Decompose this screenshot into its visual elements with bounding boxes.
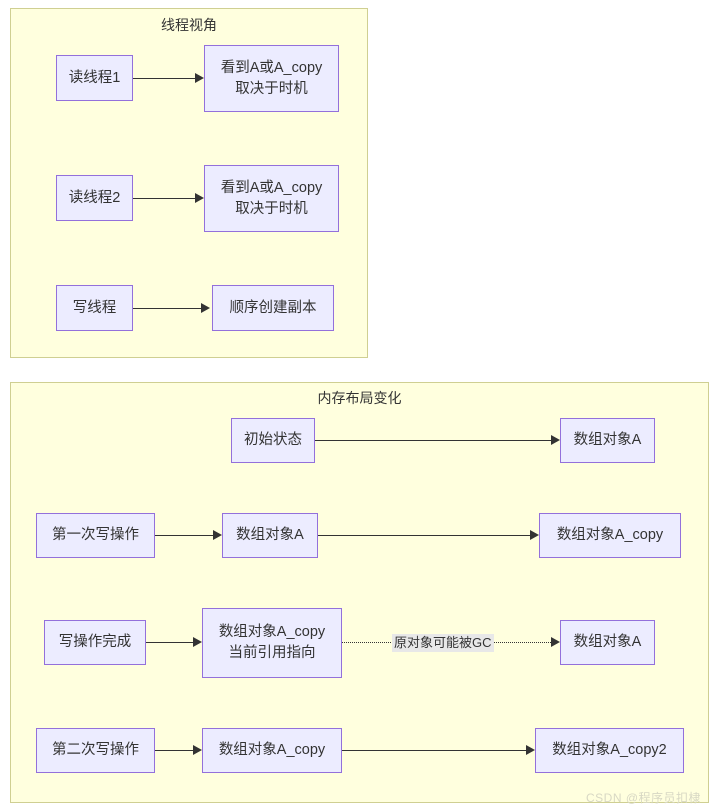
- node-sequential-copy[interactable]: 顺序创建副本: [212, 285, 334, 331]
- cluster-memory-layout-title: 内存布局变化: [317, 390, 402, 406]
- arrowhead-write-thread: [201, 303, 210, 313]
- arrowhead-gc: [551, 637, 560, 647]
- edge-initial-state-to-array-a: [315, 440, 551, 441]
- watermark-csdn: CSDN @程序员扣棣: [586, 791, 702, 805]
- edge-second-write-to-a-copy: [155, 750, 193, 751]
- node-read-thread-2-result[interactable]: 看到A或A_copy 取决于时机: [204, 165, 339, 232]
- edge-a-copy-to-a-copy2: [342, 750, 526, 751]
- node-array-object-a-initial[interactable]: 数组对象A: [560, 418, 655, 463]
- node-read-thread-2[interactable]: 读线程2: [56, 175, 133, 221]
- edge-first-write-to-array-a: [155, 535, 213, 536]
- node-array-object-a-copy-current-ref[interactable]: 数组对象A_copy 当前引用指向: [202, 608, 342, 678]
- node-write-complete[interactable]: 写操作完成: [44, 620, 146, 665]
- node-array-object-a-copy2[interactable]: 数组对象A_copy2: [535, 728, 684, 773]
- node-read-thread-1-result[interactable]: 看到A或A_copy 取决于时机: [204, 45, 339, 112]
- edge-array-a-to-a-copy: [318, 535, 530, 536]
- arrowhead-array-a-to-a-copy: [530, 530, 539, 540]
- edge-write-thread-to-copy: [133, 308, 201, 309]
- node-array-object-a-first-write[interactable]: 数组对象A: [222, 513, 318, 558]
- node-array-object-a-copy-second-write[interactable]: 数组对象A_copy: [202, 728, 342, 773]
- arrowhead-read-thread-1: [195, 73, 204, 83]
- node-initial-state[interactable]: 初始状态: [231, 418, 315, 463]
- edge-label-gc: 原对象可能被GC: [392, 634, 494, 652]
- node-array-object-a-gc[interactable]: 数组对象A: [560, 620, 655, 665]
- node-read-thread-1[interactable]: 读线程1: [56, 55, 133, 101]
- node-first-write-operation[interactable]: 第一次写操作: [36, 513, 155, 558]
- node-write-thread[interactable]: 写线程: [56, 285, 133, 331]
- arrowhead-first-write: [213, 530, 222, 540]
- edge-read-thread-1-to-view: [133, 78, 195, 79]
- arrowhead-write-complete: [193, 637, 202, 647]
- edge-read-thread-2-to-view: [133, 198, 195, 199]
- arrowhead-second-write: [193, 745, 202, 755]
- arrowhead-read-thread-2: [195, 193, 204, 203]
- arrowhead-a-copy-to-a-copy2: [526, 745, 535, 755]
- edge-write-complete-to-a-copy: [146, 642, 193, 643]
- node-second-write-operation[interactable]: 第二次写操作: [36, 728, 155, 773]
- cluster-thread-view-title: 线程视角: [161, 17, 217, 33]
- node-array-object-a-copy-first-write[interactable]: 数组对象A_copy: [539, 513, 681, 558]
- arrowhead-initial-state: [551, 435, 560, 445]
